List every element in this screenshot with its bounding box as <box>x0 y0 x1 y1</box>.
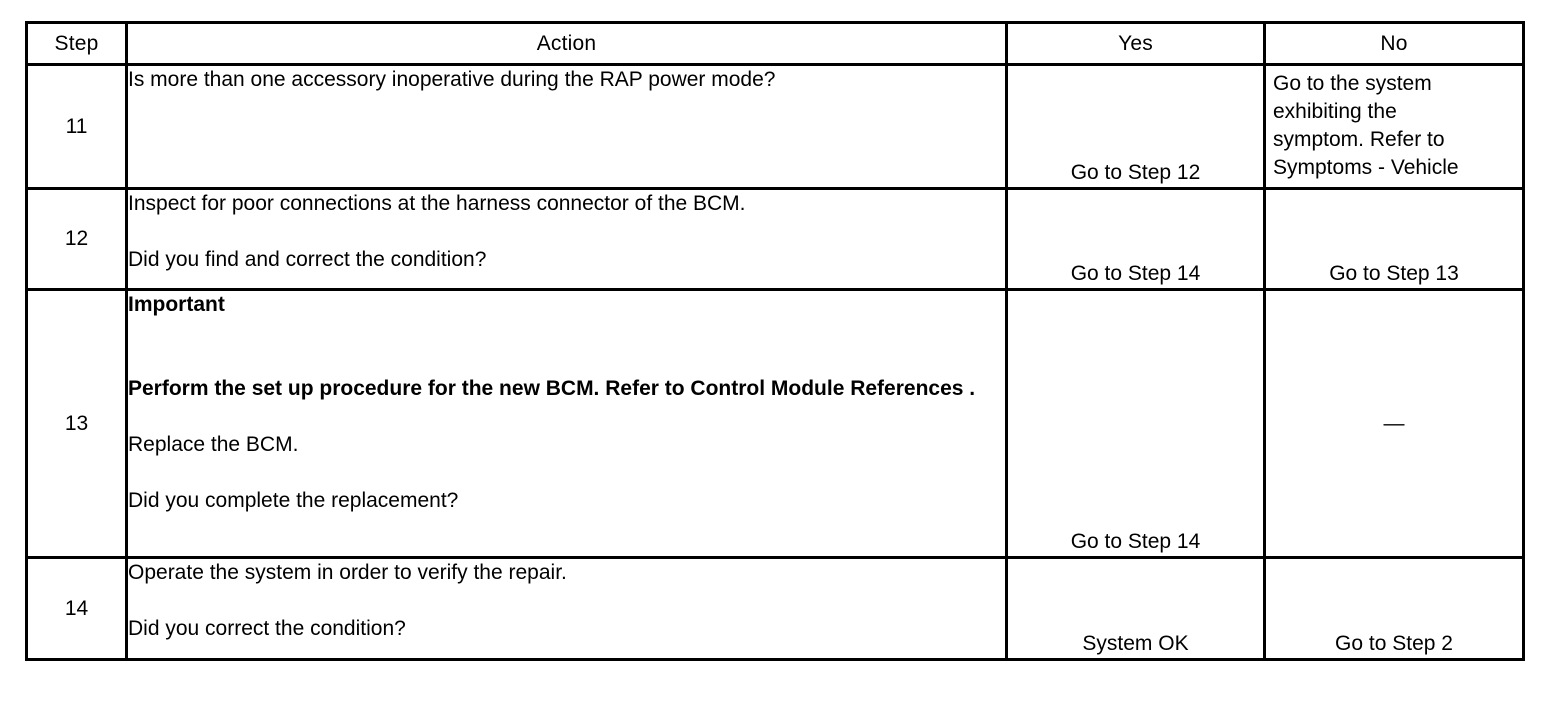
column-header-step: Step <box>25 21 128 66</box>
no-answer-line: Symptoms - Vehicle <box>1273 156 1459 179</box>
action-text-line: Perform the set up procedure for the new… <box>128 377 976 400</box>
no-answer-line: exhibiting the <box>1273 100 1397 123</box>
no-answer-cell: Go to the system exhibiting the symptom.… <box>1263 63 1525 190</box>
action-blank-line <box>128 587 1005 615</box>
yes-answer-cell: Go to Step 14 <box>1005 288 1266 559</box>
action-blank-line <box>128 459 1005 487</box>
action-blank-line <box>128 347 1005 375</box>
table-row: 12 Inspect for poor connections at the h… <box>25 187 1525 291</box>
action-important-heading: Important <box>128 293 225 316</box>
no-answer-cell: Go to Step 2 <box>1263 556 1525 661</box>
action-text-line: Inspect for poor connections at the harn… <box>128 192 746 215</box>
action-text-line: Did you complete the replacement? <box>128 489 459 512</box>
action-blank-line <box>128 218 1005 246</box>
column-header-yes: Yes <box>1005 21 1266 66</box>
yes-answer-cell: System OK <box>1005 556 1266 661</box>
step-number-cell: 13 <box>25 288 128 559</box>
step-number-cell: 11 <box>25 63 128 190</box>
yes-answer-cell: Go to Step 14 <box>1005 187 1266 291</box>
diagnostic-steps-table: Step Action Yes No 11 Is more than one a… <box>25 21 1525 661</box>
action-cell: Inspect for poor connections at the harn… <box>125 187 1008 291</box>
action-cell: Is more than one accessory inoperative d… <box>125 63 1008 190</box>
table-header: Step Action Yes No <box>25 21 1525 66</box>
action-text-line: Is more than one accessory inoperative d… <box>128 68 776 91</box>
action-cell: Important Perform the set up procedure f… <box>125 288 1008 559</box>
yes-answer-cell: Go to Step 12 <box>1005 63 1266 190</box>
no-answer-cell: Go to Step 13 <box>1263 187 1525 291</box>
table-body: 11 Is more than one accessory inoperativ… <box>25 63 1525 661</box>
no-answer-cell: — <box>1263 288 1525 559</box>
action-text-line: Did you find and correct the condition? <box>128 248 487 271</box>
action-text-line: Replace the BCM. <box>128 433 299 456</box>
table-row: 13 Important Perform the set up procedur… <box>25 288 1525 559</box>
action-text-line: Operate the system in order to verify th… <box>128 561 567 584</box>
table-row: 11 Is more than one accessory inoperativ… <box>25 63 1525 190</box>
action-blank-line <box>128 319 1005 347</box>
column-header-action: Action <box>125 21 1008 66</box>
no-answer-line: Go to the system <box>1273 72 1432 95</box>
table-row: 14 Operate the system in order to verify… <box>25 556 1525 661</box>
action-blank-line <box>128 403 1005 431</box>
action-text-line: Did you correct the condition? <box>128 617 406 640</box>
column-header-no: No <box>1263 21 1525 66</box>
step-number-cell: 14 <box>25 556 128 661</box>
no-answer-line: symptom. Refer to <box>1273 128 1445 151</box>
step-number-cell: 12 <box>25 187 128 291</box>
table-header-row: Step Action Yes No <box>25 21 1525 66</box>
action-cell: Operate the system in order to verify th… <box>125 556 1008 661</box>
